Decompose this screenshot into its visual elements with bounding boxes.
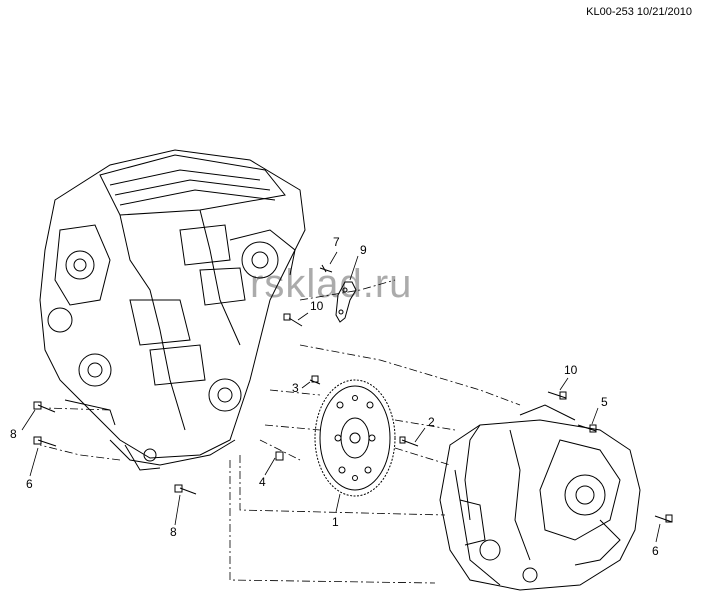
engine-assembly (39, 149, 306, 471)
callout-8-bottom: 8 (170, 525, 177, 539)
callout-10-left: 10 (310, 299, 324, 313)
callout-5: 5 (601, 395, 608, 409)
callout-3: 3 (292, 381, 299, 395)
diagram-id-date: KL00-253 10/21/2010 (586, 6, 692, 18)
fasteners (33, 264, 673, 523)
callout-6-right: 6 (652, 544, 659, 558)
callout-1: 1 (332, 515, 339, 529)
callout-6-left: 6 (26, 477, 33, 491)
callout-10-right: 10 (564, 363, 578, 377)
bracket-part-9 (335, 281, 357, 323)
watermark: rsklad.ru (250, 262, 413, 306)
callout-2: 2 (428, 415, 435, 429)
callout-7: 7 (333, 235, 340, 249)
transmission-assembly (439, 404, 641, 591)
callout-4: 4 (259, 475, 266, 489)
flexplate (314, 379, 396, 497)
callout-8-left: 8 (10, 427, 17, 441)
callout-9: 9 (360, 243, 367, 257)
